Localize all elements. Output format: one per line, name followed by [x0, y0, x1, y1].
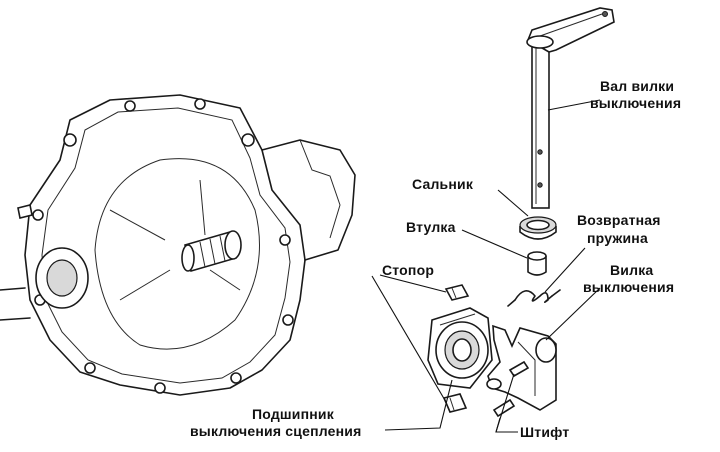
bushing-label: Втулка [406, 219, 456, 235]
shaft-label-line1: Вал вилки [600, 78, 675, 94]
leader-lines [371, 99, 601, 433]
oil-seal [519, 216, 557, 240]
return-spring-label-line2: пружина [587, 230, 648, 246]
return-spring-label-line1: Возвратная [577, 212, 661, 228]
retainer-clip-lower [442, 393, 468, 413]
pin-upper [508, 360, 530, 378]
release-fork-shaft [526, 7, 615, 209]
fork-label-line2: выключения [583, 279, 675, 295]
transmission-housing [0, 94, 356, 396]
shaft-label-line2: выключения [590, 95, 682, 111]
release-bearing [427, 307, 493, 389]
return-spring [507, 289, 561, 307]
bearing-label-line2: выключения сцепления [190, 423, 362, 439]
retainer-clip-upper [444, 284, 470, 301]
retainer-label: Стопор [382, 262, 435, 278]
fork-label-line1: Вилка [610, 262, 654, 278]
bushing [527, 251, 547, 276]
oil-seal-label: Сальник [412, 176, 474, 192]
pin-label: Штифт [520, 424, 570, 440]
bearing-label-line1: Подшипник [252, 406, 334, 422]
input-shaft [181, 230, 242, 273]
